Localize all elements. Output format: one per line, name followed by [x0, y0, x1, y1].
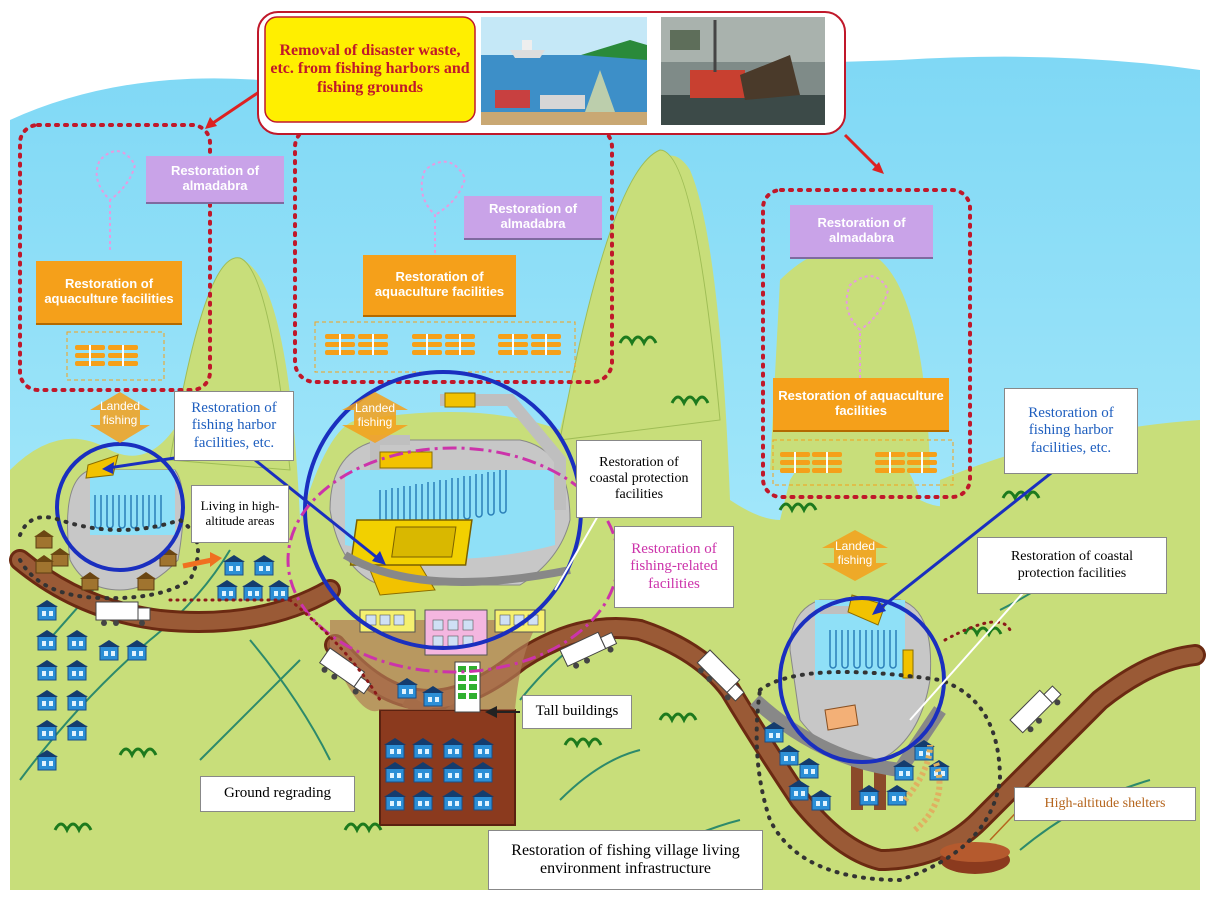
ground-regrading-label: Ground regrading [200, 776, 355, 812]
pier-right [829, 630, 897, 669]
banner-title: Removal of disaster waste, etc. from fis… [270, 41, 470, 96]
fishing-harbor-label-right: Restoration of fishing harbor facilities… [1004, 388, 1138, 474]
illustration-photo-seafloor [481, 17, 647, 125]
harbor-circle-left [55, 442, 185, 572]
banner-yellow [264, 16, 476, 123]
landed-fishing-center: Landed fishing [354, 401, 396, 429]
coastal-protection-label-center: Restoration of coastal protection facili… [576, 440, 702, 518]
landed-arrow-left [90, 392, 150, 443]
landed-fishing-left: Landed fishing [99, 399, 141, 427]
landed-fishing-right: Landed fishing [834, 539, 876, 567]
living-high-label: Living in high-altitude areas [191, 485, 289, 543]
coastal-protection-label-right: Restoration of coastal protection facili… [977, 537, 1167, 594]
mountain-center [559, 149, 721, 441]
aquaculture-label-center: Restoration of aquaculture facilities [363, 255, 516, 315]
fishing-harbor-label-left: Restoration of fishing harbor facilities… [174, 391, 294, 461]
illustration-photo-salvage [661, 17, 825, 125]
landed-arrow-center [342, 392, 408, 443]
aquaculture-label-left: Restoration of aquaculture facilities [36, 261, 182, 323]
almadabra-label-right: Restoration of almadabra [790, 205, 933, 257]
fishing-related-label: Restoration of fishing-related facilitie… [614, 526, 734, 608]
harbor-circle-right [778, 596, 946, 764]
region-right [761, 188, 972, 499]
village-infra-label: Restoration of fishing village living en… [488, 830, 763, 890]
landed-arrow-right [822, 530, 888, 581]
shelters-label: High-altitude shelters [1014, 787, 1196, 821]
region-left [18, 123, 212, 392]
aquaculture-label-right: Restoration of aquaculture facilities [773, 378, 949, 430]
almadabra-label-center: Restoration of almadabra [464, 196, 602, 238]
almadabra-label-left: Restoration of almadabra [146, 156, 284, 202]
tall-buildings-label: Tall buildings [522, 695, 632, 729]
